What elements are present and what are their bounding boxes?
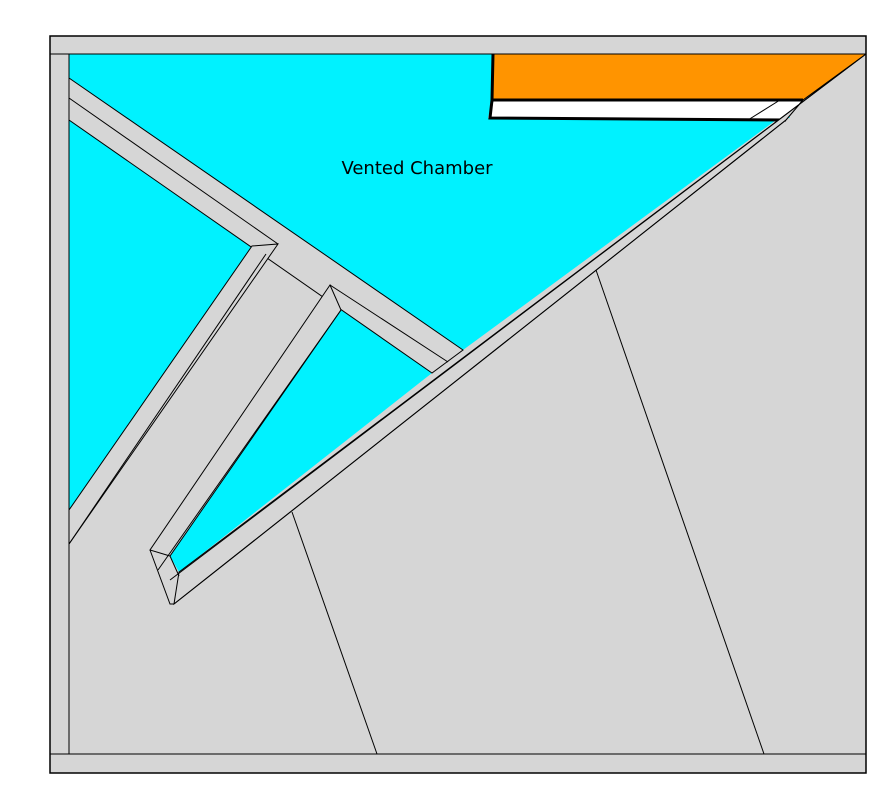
vented-chamber-main	[69, 54, 866, 350]
driver-block	[493, 54, 866, 100]
vented-chamber-port-channel	[170, 310, 432, 572]
driver-plate-bottom-edge	[488, 99, 787, 122]
cabinet-left-wall	[49, 53, 70, 755]
cabinet-outline	[49, 35, 867, 774]
inner-panel-edge	[157, 309, 342, 571]
vented-chamber-left-wedge	[69, 120, 252, 510]
cabinet-top-wall	[49, 35, 867, 55]
vented-chamber-label: Vented Chamber	[341, 158, 493, 179]
left-panel-inner-line	[68, 253, 267, 545]
lower-divider-right	[595, 269, 765, 755]
port-end-cap	[149, 549, 174, 605]
cabinet-bottom-wall	[49, 753, 867, 774]
upper-baffle-inner-line-2	[329, 284, 449, 363]
long-baffle-edge-upper	[169, 53, 867, 581]
upper-baffle-inner-line	[68, 97, 279, 245]
long-baffle-edge-lower	[173, 119, 787, 605]
port-end-cap-inner	[169, 555, 180, 577]
plate-junction-line	[747, 99, 781, 121]
lower-divider-left	[291, 511, 378, 755]
